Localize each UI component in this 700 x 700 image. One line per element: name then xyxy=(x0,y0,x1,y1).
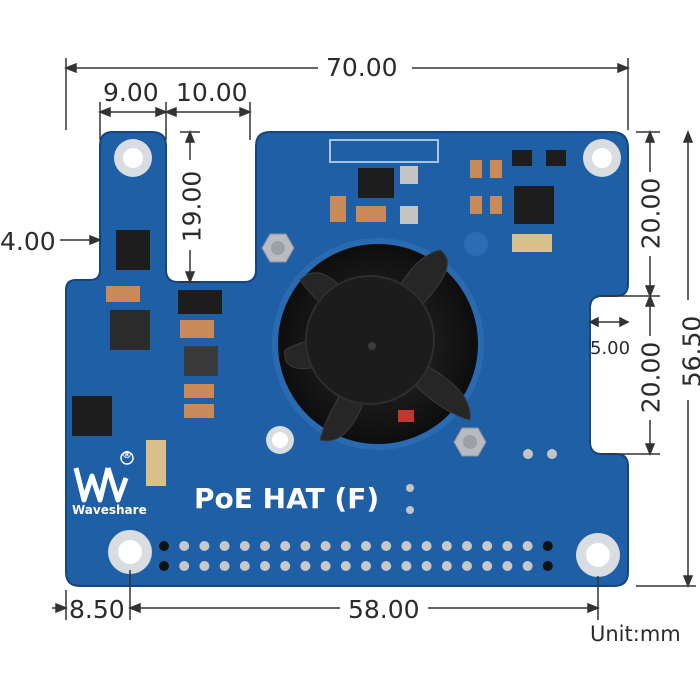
dim-tab-width: 9.00 xyxy=(103,78,159,107)
gpio-pin xyxy=(441,561,452,571)
product-title: PoE HAT (F) xyxy=(194,482,380,515)
gpio-pin xyxy=(239,561,250,571)
smd-passives xyxy=(106,139,557,514)
gpio-pin xyxy=(542,561,553,571)
gpio-pin xyxy=(179,561,190,571)
gpio-pin xyxy=(441,541,452,551)
board-hole-upper xyxy=(464,232,488,256)
dim-overall-width: 70.00 xyxy=(326,53,398,82)
dim-tab-offset: 4.00 xyxy=(0,227,56,256)
gpio-pin xyxy=(381,561,392,571)
gpio-pin xyxy=(320,541,331,551)
gpio-pin xyxy=(421,561,432,571)
gpio-pin xyxy=(340,561,351,571)
gpio-pin xyxy=(300,541,311,551)
gpio-pin xyxy=(280,561,291,571)
mounting-hole-bottom-left xyxy=(108,530,152,574)
dim-overall-height: 56.50 xyxy=(677,315,700,388)
cooling-fan xyxy=(272,238,484,450)
gpio-pin xyxy=(502,541,513,551)
dim-left-hole-offset: 8.50 xyxy=(69,595,125,624)
gpio-pin xyxy=(522,541,533,551)
gpio-pin xyxy=(199,561,210,571)
gpio-pin xyxy=(179,541,190,551)
waveshare-logo-mark xyxy=(73,451,134,503)
brand-name: Waveshare xyxy=(72,503,147,517)
gpio-pin xyxy=(260,561,270,571)
gpio-pin xyxy=(239,541,250,551)
gpio-pin xyxy=(361,561,371,571)
gpio-header xyxy=(159,541,553,571)
gpio-pin xyxy=(340,541,351,551)
gpio-pin xyxy=(462,561,472,571)
dim-notch-depth: 19.00 xyxy=(177,170,207,243)
gpio-pin xyxy=(462,541,472,551)
gpio-pin xyxy=(219,541,230,551)
mounting-hole-tab xyxy=(114,139,152,177)
gpio-pin xyxy=(502,561,513,571)
gpio-pin xyxy=(260,541,270,551)
gpio-pin xyxy=(219,561,230,571)
mounting-hole-top-right xyxy=(583,139,621,177)
gpio-pin xyxy=(280,541,291,551)
gpio-pin xyxy=(401,561,412,571)
dim-right-upper-height: 20.00 xyxy=(636,177,666,250)
gpio-pin xyxy=(300,561,311,571)
gpio-pin xyxy=(159,561,169,571)
gpio-pin xyxy=(199,541,210,551)
gpio-pin xyxy=(159,541,169,551)
gpio-pin xyxy=(482,541,493,551)
dim-hole-spacing: 58.00 xyxy=(348,595,420,624)
gpio-pin xyxy=(381,541,392,551)
unit-label: Unit:mm xyxy=(590,622,681,646)
dim-notch-width: 10.00 xyxy=(176,78,248,107)
screw-bottom xyxy=(453,427,487,457)
gpio-pin xyxy=(542,541,553,551)
gpio-pin xyxy=(361,541,371,551)
screw-top xyxy=(261,233,295,263)
gpio-pin xyxy=(320,561,331,571)
registered-mark: ® xyxy=(122,450,132,461)
gpio-pin xyxy=(401,541,412,551)
gpio-pin xyxy=(421,541,432,551)
pcb-components xyxy=(72,150,566,436)
dim-right-lower-height: 20.00 xyxy=(636,341,666,414)
gpio-pin xyxy=(482,561,493,571)
gpio-pin xyxy=(522,561,533,571)
dim-right-notch-depth: 5.00 xyxy=(590,338,631,359)
dimension-lines xyxy=(52,58,696,620)
mounting-hole-bottom-right xyxy=(576,533,620,577)
